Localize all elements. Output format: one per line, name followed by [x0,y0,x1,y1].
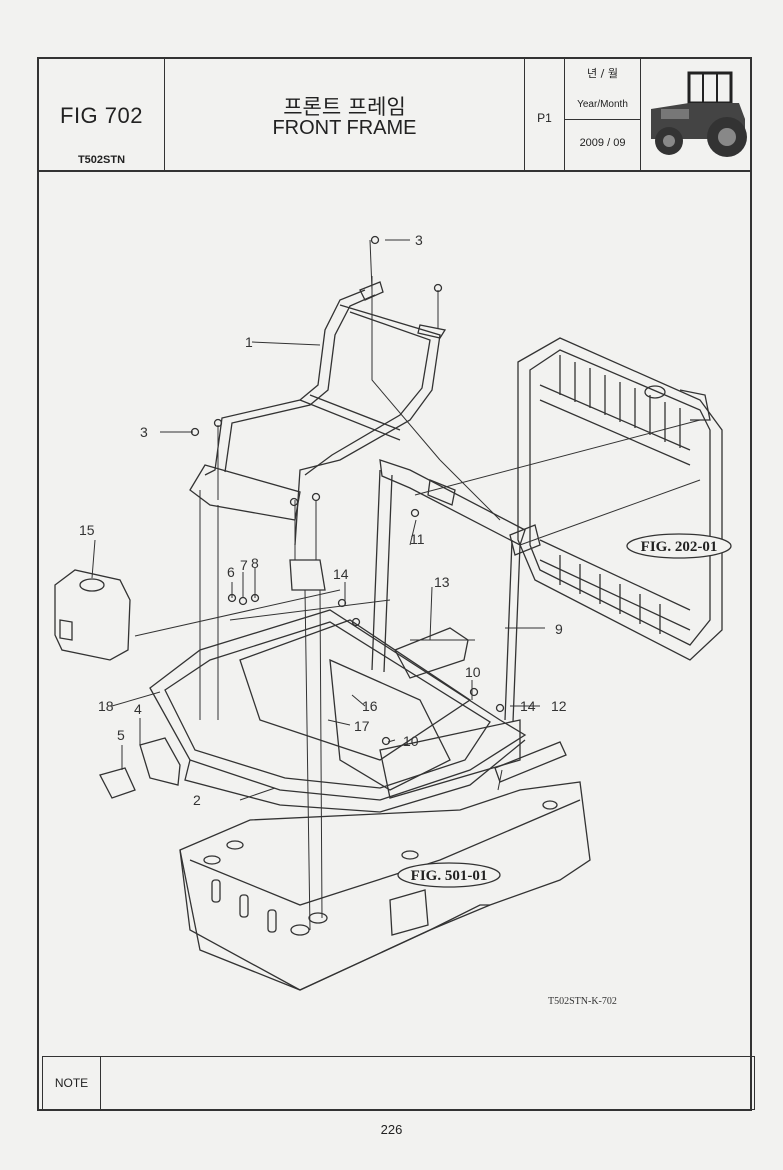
fig-ref-501-label: FIG. 501-01 [411,868,488,884]
callout-8: 8 [251,555,259,571]
callout-10-lower: 10 [403,733,419,749]
callout-15: 15 [79,522,95,538]
tractor-icon [651,71,747,157]
page-number: 226 [380,1122,403,1137]
callout-3-left: 3 [140,424,148,440]
callout-4: 4 [134,701,142,717]
date-divider [565,119,640,120]
page-id: P1 [537,111,552,125]
model-code: T502STN [77,154,126,166]
cover-13-drawing [394,627,469,679]
radiator-drawing [517,337,723,661]
callout-2: 2 [193,792,201,808]
date-label-korean: 년 / 월 [587,67,618,80]
tank-15-drawing [54,569,131,661]
callout-9: 9 [555,621,563,637]
date-value: 2009 / 09 [579,137,626,149]
title-block: FIG 702 T502STN 프론트 프레임 FRONT FRAME P1 년… [39,59,750,172]
bracket-12-drawing [494,741,567,783]
callout-7: 7 [240,557,248,573]
callout-18: 18 [98,698,114,714]
fig-cell: FIG 702 T502STN [39,59,165,170]
page-frame: FIG 702 T502STN 프론트 프레임 FRONT FRAME P1 년… [37,57,752,1111]
page-id-cell: P1 [525,59,565,170]
fig-501-ref: FIG. 501-01 [397,862,501,888]
bolt-markers [190,235,505,746]
callout-12: 12 [551,698,567,714]
callout-17: 17 [354,718,370,734]
date-label-english: Year/Month [577,99,628,110]
callout-11: 11 [410,531,425,547]
callout-3-top: 3 [415,232,423,248]
diagram-linework [54,235,723,991]
upper-frame-drawing [189,281,447,591]
main-frame-drawing [149,609,527,813]
chassis-drawing [179,781,591,991]
callout-13: 13 [434,574,450,590]
note-section: NOTE [42,1056,755,1110]
callout-14-right: 14 [520,698,536,714]
side-frame-drawing [371,459,541,723]
callout-labels: 1 2 3 3 4 5 6 7 8 9 10 10 11 12 13 14 14… [79,232,567,808]
drawing-number: T502STN-K-702 [548,996,617,1007]
callout-5: 5 [117,727,125,743]
callout-10-right: 10 [465,664,481,680]
fig-number: FIG 702 [60,103,143,128]
callout-6: 6 [227,564,235,580]
fig-202-ref: FIG. 202-01 [626,533,732,559]
callout-16: 16 [362,698,378,714]
note-label: NOTE [43,1057,101,1109]
title-cell: 프론트 프레임 FRONT FRAME [165,59,525,170]
title-korean: 프론트 프레임 [283,95,406,119]
date-cell: 년 / 월 Year/Month 2009 / 09 [565,59,641,170]
latch-drawing [99,737,181,799]
title-english: FRONT FRAME [272,117,417,139]
thumbnail-cell [641,59,754,170]
fig-ref-202-label: FIG. 202-01 [641,539,718,555]
callout-1: 1 [245,334,253,350]
leader-lines [91,239,701,931]
callout-14-top: 14 [333,566,349,582]
